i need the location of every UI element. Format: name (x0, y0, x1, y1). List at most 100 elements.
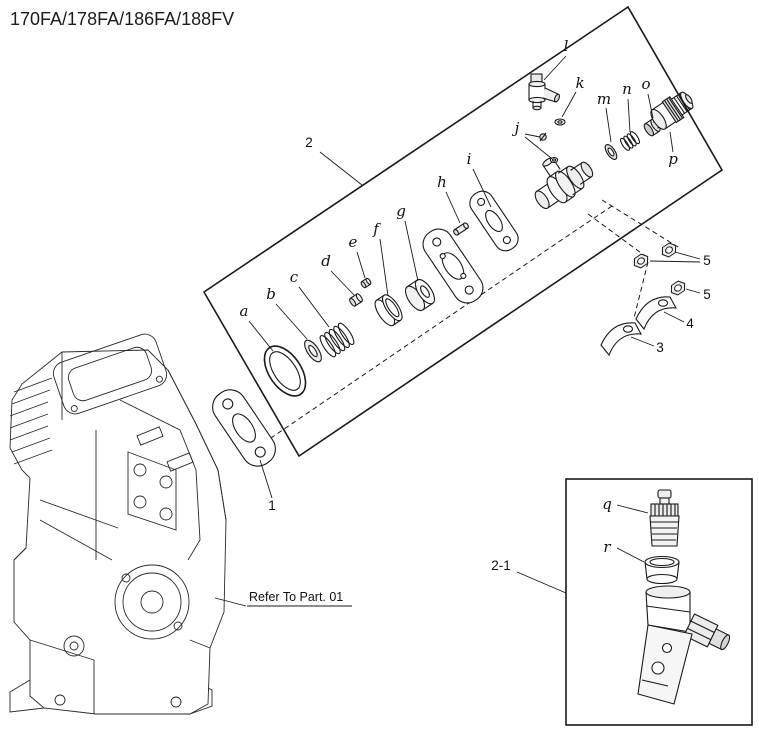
injector-union (683, 613, 731, 651)
refer-note-text: Refer To Part. 01 (249, 590, 343, 604)
part-pump-body (534, 157, 594, 210)
leader-k (561, 91, 577, 118)
nut-5-bottom (670, 280, 686, 296)
stud-2 (166, 452, 194, 472)
leader-j1 (524, 133, 541, 138)
leader-3 (630, 336, 655, 347)
page-title: 170FA/178FA/186FA/188FV (10, 9, 234, 29)
leader-r (616, 547, 645, 563)
stud-1 (136, 426, 164, 446)
callout-2: 2 (305, 135, 313, 150)
nut-5-right (661, 242, 677, 258)
label-n: n (622, 80, 632, 98)
nut-5-left (633, 253, 649, 269)
label-p: p (668, 150, 678, 168)
leader-a (248, 320, 274, 352)
exploded-view-box (202, 5, 724, 458)
label-q: q (602, 495, 612, 513)
label-h: h (437, 173, 447, 191)
label-i: i (467, 150, 472, 168)
leader-g (404, 220, 419, 282)
leader-o (647, 93, 654, 119)
dashed-assembly-lines (267, 199, 679, 441)
injector-assembly (637, 489, 731, 705)
leader-h (445, 191, 461, 224)
bearing-bore-outer (114, 564, 190, 640)
dashed-axis-line (267, 205, 613, 441)
part-d-pin (349, 293, 363, 307)
leader-l (543, 55, 567, 81)
leader-refer-note (214, 597, 247, 607)
label-b: b (266, 285, 276, 303)
leader-2-1 (516, 571, 567, 594)
leader-q (616, 504, 649, 514)
leader-c (298, 286, 330, 328)
part-k-seal (554, 118, 566, 126)
leader-1 (259, 459, 273, 499)
part-1-gasket (212, 389, 276, 467)
dashed-line-to-nuts-2 (601, 199, 679, 248)
callout-number-labels: 1 2 3 4 5 5 2-1 (268, 135, 711, 573)
part-j-fittings (539, 132, 559, 164)
dashed-line-to-clamp (633, 261, 649, 319)
leader-i (472, 168, 492, 208)
callout-2-1: 2-1 (491, 558, 511, 573)
part-n-spring (620, 131, 640, 151)
label-k: k (575, 74, 584, 92)
part-e-pin (360, 277, 372, 289)
part-r-cup (644, 555, 680, 585)
cooling-fins (9, 377, 53, 465)
label-m: m (597, 90, 611, 108)
part-g-barrel (404, 278, 436, 312)
part-mounting-plate (422, 228, 484, 304)
part-l-banjo-bolt (528, 73, 561, 111)
callout-4: 4 (686, 316, 694, 331)
leader-p (669, 131, 674, 153)
label-f: f (372, 220, 381, 238)
leader-e (356, 251, 366, 279)
callout-5-bottom: 5 (703, 287, 711, 302)
label-a: a (240, 302, 249, 320)
leader-5b (685, 288, 701, 294)
callout-1: 1 (268, 498, 276, 513)
part-b-washer (304, 339, 322, 363)
leader-n (627, 98, 631, 133)
part-letter-labels: a b c d e f g h i j k l m n o p q r (240, 37, 679, 556)
part-m-washer (604, 144, 618, 160)
leader-5a1 (674, 251, 701, 260)
engine-crankcase-drawing (9, 333, 227, 715)
part-h-pin (453, 222, 469, 236)
part-a-ring (263, 345, 307, 397)
part-3-clamp (600, 322, 642, 357)
crankcase-top-flange (52, 333, 168, 415)
leader-lines (214, 55, 701, 607)
part-f-collar (374, 294, 403, 327)
crankcase-outline (9, 349, 227, 715)
part-i-gasket (469, 190, 519, 252)
part-4-clamp (635, 296, 677, 331)
leader-d (330, 270, 355, 296)
mounting-face-edges (119, 369, 227, 561)
label-o: o (641, 75, 650, 93)
pump-mounting-pad (127, 451, 177, 531)
leader-f (379, 238, 389, 297)
leader-2 (319, 151, 363, 186)
callout-3: 3 (656, 340, 664, 355)
label-c: c (290, 268, 299, 286)
label-g: g (396, 202, 406, 220)
dashed-line-to-nuts-1 (587, 213, 649, 259)
leader-m (605, 107, 612, 143)
part-p-holder (650, 91, 694, 130)
leader-5a2 (649, 260, 701, 263)
leader-j2 (524, 136, 552, 159)
part-q-cap (649, 489, 680, 547)
label-j: j (512, 119, 520, 137)
injector-body (637, 585, 731, 705)
leader-b (275, 303, 308, 340)
inset-box-2-1 (565, 478, 753, 726)
callout-5-top: 5 (703, 253, 711, 268)
label-d: d (321, 252, 331, 270)
label-e: e (349, 233, 358, 251)
